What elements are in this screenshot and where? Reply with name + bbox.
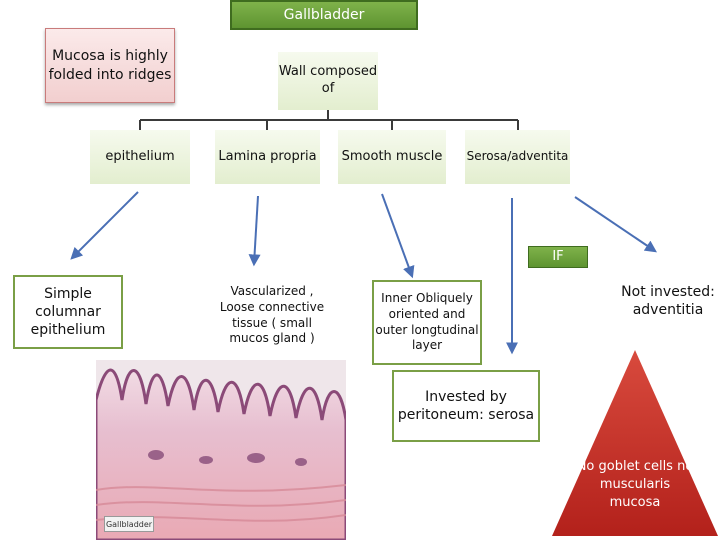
triangle-shape [552, 350, 718, 536]
invested-detail: Invested by peritoneum: serosa [392, 370, 540, 442]
histology-image [96, 360, 346, 540]
smooth-muscle-detail: Inner Obliquely oriented and outer longt… [372, 280, 482, 365]
arrows [70, 191, 657, 355]
gallbladder-title: Gallbladder [230, 0, 418, 30]
mucosa-note: Mucosa is highly folded into ridges [45, 28, 175, 103]
not-invested-detail: Not invested: adventitia [616, 263, 720, 339]
layer-serosa: Serosa/adventita [465, 130, 570, 184]
triangle-note: No goblet cells no muscularis mucosa [576, 458, 694, 511]
tree-lines [139, 110, 519, 130]
layer-lamina-propria: Lamina propria [215, 130, 320, 184]
layer-epithelium: epithelium [90, 130, 190, 184]
if-label: IF [528, 246, 588, 268]
photo-caption: Gallbladder [104, 516, 154, 532]
epithelium-detail: Simple columnar epithelium [13, 275, 123, 349]
histology-illustration [96, 360, 346, 540]
layer-smooth-muscle: Smooth muscle [338, 130, 446, 184]
lamina-propria-detail: Vascularized , Loose connective tissue (… [213, 268, 331, 363]
wall-composed-label: Wall composed of [278, 52, 378, 110]
